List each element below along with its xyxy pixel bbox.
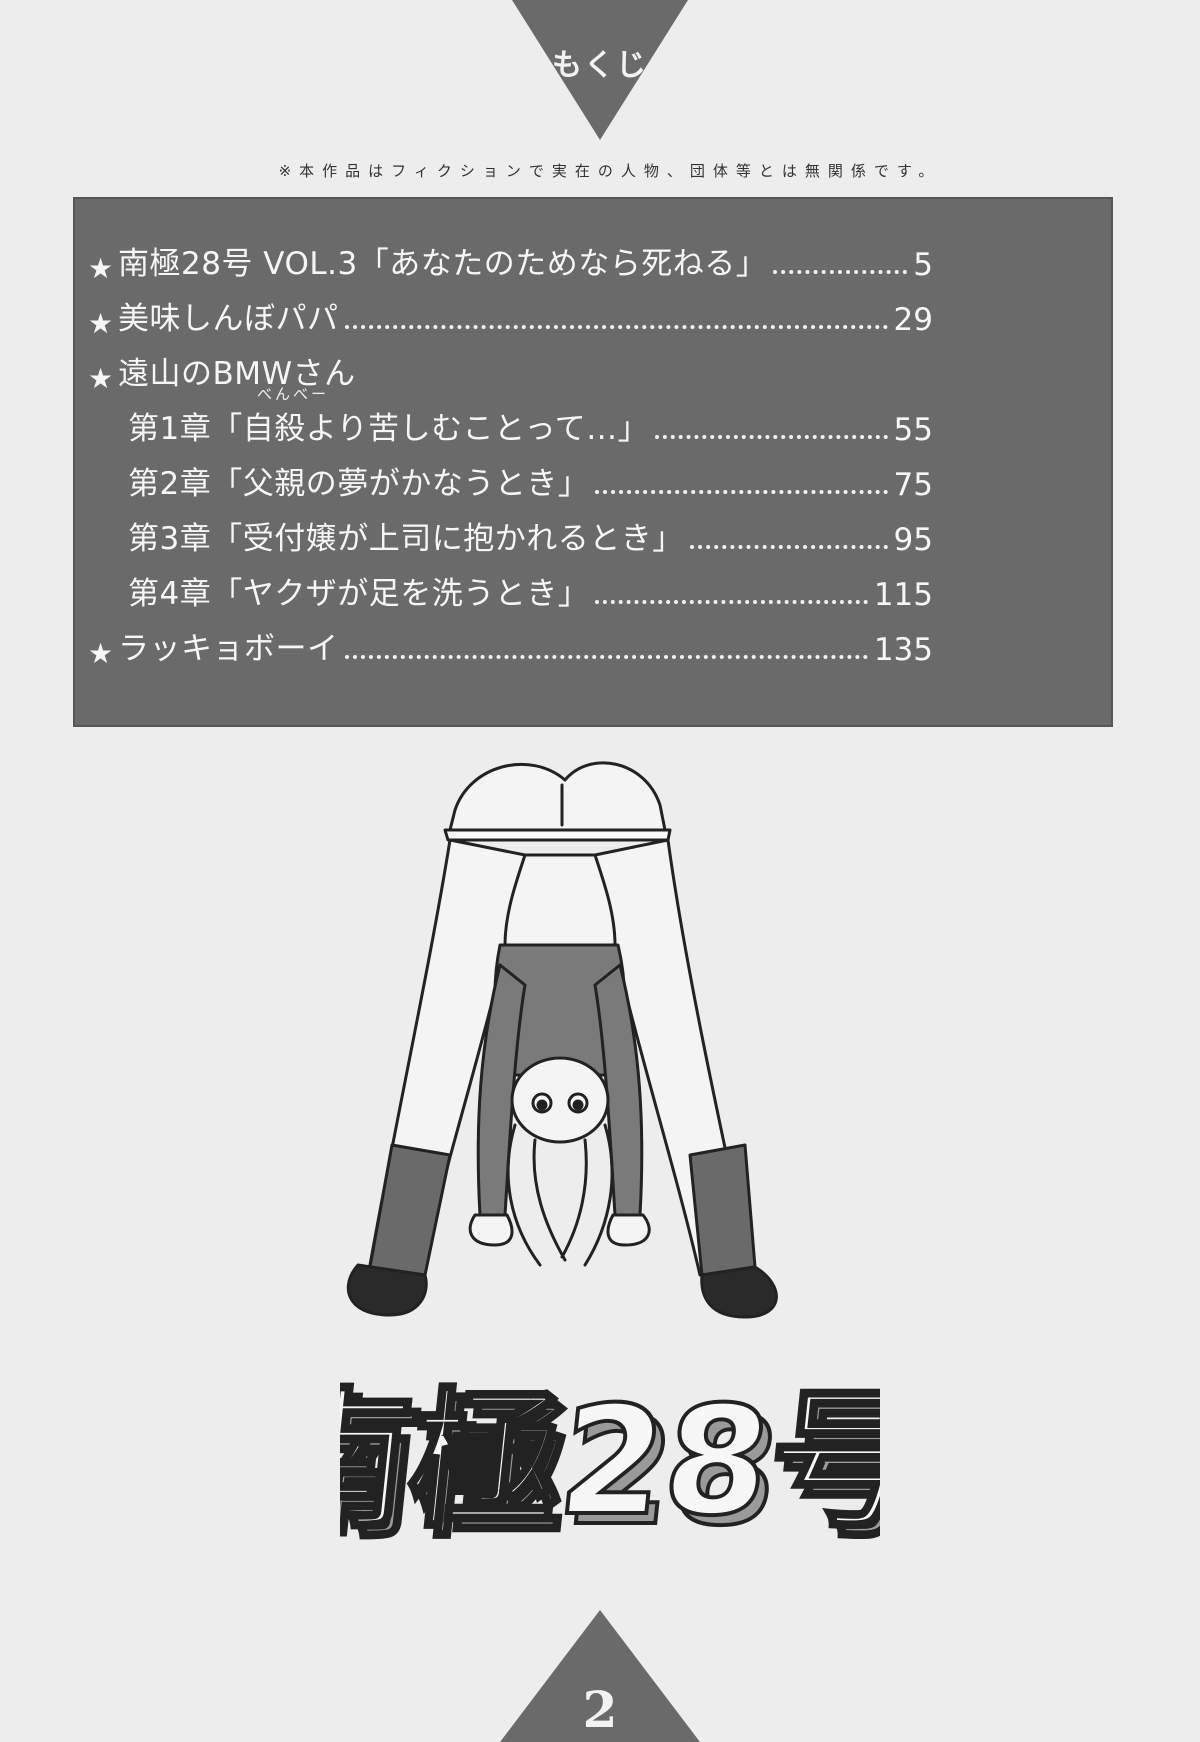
toc-item-title: 南極28号 VOL.3「あなたのためなら死ねる」 [118,246,768,282]
toc-item-page: 135 [873,632,933,668]
dot-leader [344,325,888,329]
ruby-reading: べんべー [257,385,330,403]
dot-leader [689,545,888,549]
top-tab-triangle [512,0,688,140]
toc-item-3[interactable]: ★ 遠山のBMWさん [88,347,933,393]
toc-item-page: 95 [893,522,933,558]
toc-item-page: 75 [893,467,933,503]
star-icon: ★ [88,307,114,340]
toc-item-page: 115 [873,577,933,613]
series-logo: 南極28号 南極28号 [340,1372,880,1561]
toc-item-title: 第1章「自殺より苦しむことって…」 [128,411,650,447]
top-tab [512,0,688,140]
toc-item-title: ラッキョボーイ [118,631,339,667]
page-number: 2 [582,1680,618,1739]
toc-item-title: 遠山のBMWさん [118,356,356,392]
toc-item-6[interactable]: 第3章「受付嬢が上司に抱かれるとき」 95 [128,512,933,558]
toc-item-title: 美味しんぼパパ [118,301,339,337]
toc-item-page: 29 [893,302,933,338]
toc-item-7[interactable]: 第4章「ヤクザが足を洗うとき」 115 [128,567,933,613]
dot-leader [595,490,888,494]
dot-leader [595,600,868,604]
logo-shadow: 南極28号 [340,1384,880,1559]
star-icon: ★ [88,637,114,670]
toc-item-4[interactable]: 第1章「自殺より苦しむことって…」 55 [128,402,933,448]
toc-item-title: 第4章「ヤクザが足を洗うとき」 [128,576,590,612]
toc-item-title: 第2章「父親の夢がかなうとき」 [128,466,590,502]
toc-item-2[interactable]: ★ 美味しんぼパパ 29 [88,292,933,338]
character-illustration [346,761,778,1319]
star-icon: ★ [88,362,114,395]
dot-leader [655,435,888,439]
toc-item-8[interactable]: ★ ラッキョボーイ 135 [88,622,933,668]
bottom-tab-triangle [500,1610,700,1742]
dot-leader [344,655,868,659]
dot-leader [773,270,908,274]
bottom-tab [500,1610,700,1742]
toc-item-title: 第3章「受付嬢が上司に抱かれるとき」 [128,521,684,557]
toc-item-5[interactable]: 第2章「父親の夢がかなうとき」 75 [128,457,933,503]
disclaimer-text: ※本作品はフィクションで実在の人物、団体等とは無関係です。 [278,162,942,180]
star-icon: ★ [88,252,114,285]
logo-text: 南極28号 [340,1374,880,1549]
toc-item-page: 5 [913,247,933,283]
toc-panel [73,197,1113,727]
toc-item-1[interactable]: ★ 南極28号 VOL.3「あなたのためなら死ねる」 5 [88,237,933,283]
contents-label: もくじ [552,48,648,83]
toc-item-page: 55 [893,412,933,448]
